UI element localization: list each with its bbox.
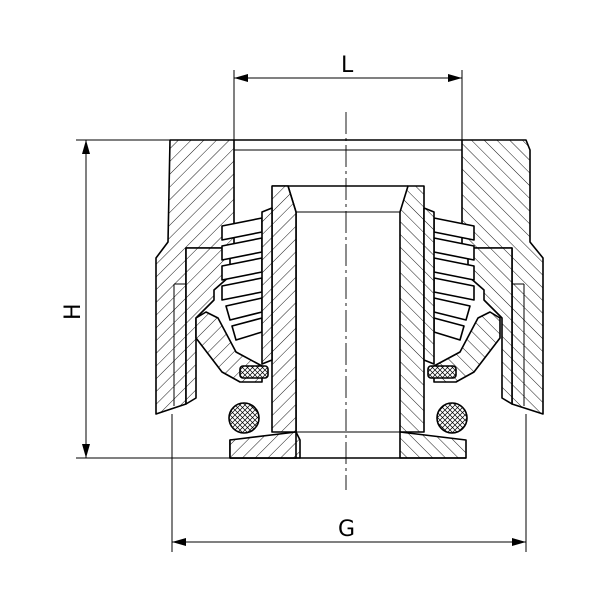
o-ring-right [436, 402, 468, 434]
spring-left [221, 207, 273, 365]
dimension-h: H [61, 139, 230, 459]
o-ring-left [228, 402, 260, 434]
internal-thread-left [173, 283, 186, 406]
stem-tube-right [399, 185, 425, 433]
dimension-g-label: G [338, 517, 355, 542]
seat-flange-right [399, 431, 467, 459]
seat-flange-left [229, 431, 297, 459]
dimension-g: G [171, 414, 527, 552]
dimension-h-label: H [61, 303, 86, 320]
stem-tube-left [271, 185, 297, 433]
internal-thread-right [512, 283, 525, 406]
dimension-l: L [233, 53, 463, 140]
dimension-l-label: L [341, 53, 354, 78]
flat-seal-left [239, 365, 269, 379]
flat-seal-right [427, 365, 457, 379]
spring-right [423, 207, 475, 365]
